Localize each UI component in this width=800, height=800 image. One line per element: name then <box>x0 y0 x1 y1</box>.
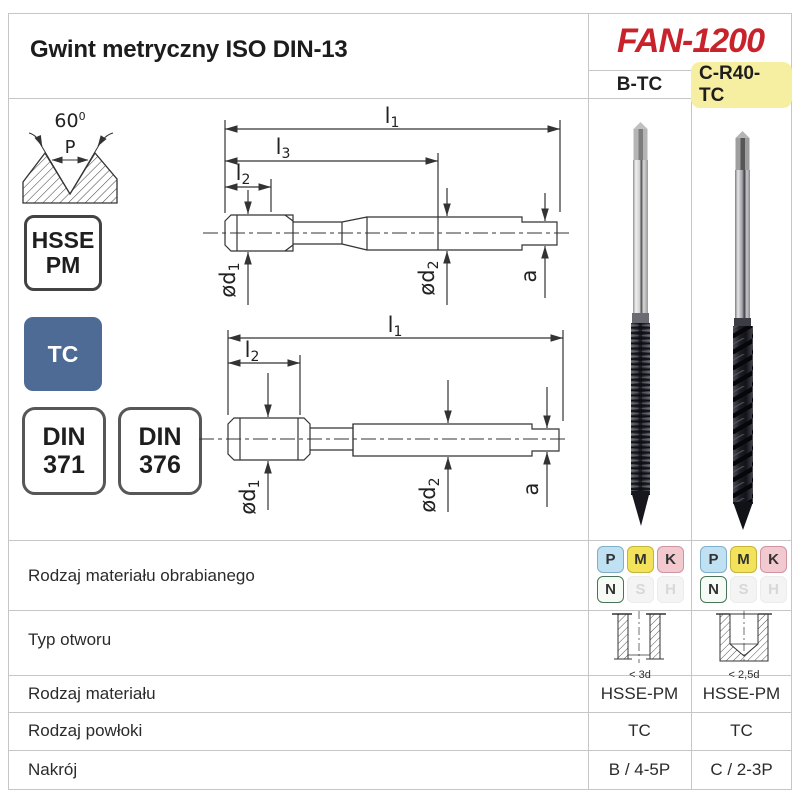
dim-label-a: a <box>519 483 543 496</box>
material-badge-n: N <box>700 576 727 603</box>
material-value-b-tc: HSSE-PM <box>600 684 679 703</box>
row-label-chamfer: Nakrój <box>28 760 78 779</box>
row-divider-4 <box>8 712 792 713</box>
row-label-machined-material: Rodzaj materiału obrabianego <box>28 566 255 585</box>
dim-label-d2: ød2 <box>415 260 442 295</box>
dim-label-d1: ød1 <box>216 262 243 297</box>
tc-badge-label: TC <box>47 340 79 367</box>
column-header-b-tc: B-TC <box>588 71 691 98</box>
coating-value-c-r40-tc: TC <box>730 721 753 740</box>
din-371-badge: DIN 371 <box>22 407 106 495</box>
profile-pitch-label: P <box>65 137 76 158</box>
column-divider-main <box>588 13 589 790</box>
material-badge-p: P <box>597 546 624 573</box>
through-hole-cell: < 3d <box>608 611 672 681</box>
material-badge-k: K <box>760 546 787 573</box>
row-divider-3 <box>8 675 792 676</box>
brand-logo: FAN-1200 <box>617 22 765 60</box>
din-371-technical-drawing: l1 l3 l2 ød1 ød2 a <box>203 104 569 305</box>
blind-hole-icon <box>716 611 772 662</box>
page-title: Gwint metryczny ISO DIN-13 <box>30 36 348 63</box>
blind-hole-label: < 2,5d <box>728 669 760 681</box>
material-badge-k: K <box>657 546 684 573</box>
row-divider-1 <box>8 540 792 541</box>
din-376-line1: DIN <box>138 423 182 451</box>
material-badge-h-inactive: H <box>760 576 787 603</box>
tap-photo-c-r40-tc <box>733 131 753 530</box>
hsse-badge-line1: HSSE <box>31 227 95 254</box>
header-divider <box>588 70 792 71</box>
hsse-pm-badge: HSSE PM <box>24 215 102 291</box>
row-divider-2 <box>8 610 792 611</box>
din-371-line1: DIN <box>42 423 86 451</box>
through-hole-label: < 3d <box>629 669 651 681</box>
dim-label-d1: ød1 <box>236 479 263 514</box>
column-divider-variants <box>691 70 692 790</box>
dim-label-l1: l1 <box>385 104 400 131</box>
title-row-divider <box>8 98 792 99</box>
din-376-line2: 376 <box>139 451 181 479</box>
dim-label-l1: l1 <box>388 315 403 340</box>
material-badge-m: M <box>730 546 757 573</box>
dim-label-l2: l2 <box>245 338 260 365</box>
coating-value-b-tc: TC <box>628 721 651 740</box>
chamfer-value-b-tc: B / 4-5P <box>608 760 671 779</box>
column-header-b-tc-label: B-TC <box>616 73 663 95</box>
through-hole-icon <box>612 611 666 663</box>
material-badge-s-inactive: S <box>730 576 757 603</box>
row-label-coating: Rodzaj powłoki <box>28 721 143 740</box>
dim-label-l2: l2 <box>236 161 251 188</box>
material-badge-n: N <box>597 576 624 603</box>
material-badge-s-inactive: S <box>627 576 654 603</box>
material-group-badges-c-r40-tc: P M K N S H <box>700 546 787 603</box>
column-header-c-r40-tc: C-R40-TC <box>691 61 792 108</box>
row-label-material: Rodzaj materiału <box>28 684 156 703</box>
hsse-badge-line2: PM <box>45 252 81 278</box>
din-376-badge: DIN 376 <box>118 407 202 495</box>
row-divider-5 <box>8 750 792 751</box>
material-value-c-r40-tc: HSSE-PM <box>702 684 781 703</box>
material-badge-m: M <box>627 546 654 573</box>
din-376-technical-drawing: l1 l2 ød1 ød2 a <box>199 315 569 515</box>
tc-coating-badge: TC <box>24 317 102 391</box>
dim-label-l3: l3 <box>276 135 291 162</box>
row-label-hole-type: Typ otworu <box>28 630 112 649</box>
chamfer-value-c-r40-tc: C / 2-3P <box>710 760 773 779</box>
thread-profile-diagram: 600 P <box>22 110 118 204</box>
column-header-c-r40-tc-label: C-R40-TC <box>691 61 792 108</box>
material-group-badges-b-tc: P M K N S H <box>597 546 684 603</box>
blind-hole-cell: < 2,5d <box>712 611 776 681</box>
din-371-line2: 371 <box>43 451 85 479</box>
page-frame <box>8 13 792 790</box>
profile-angle-label: 600 <box>54 110 85 132</box>
material-badge-h-inactive: H <box>657 576 684 603</box>
tap-photo-b-tc <box>631 122 650 526</box>
dim-label-d2: ød2 <box>416 477 443 512</box>
material-badge-p: P <box>700 546 727 573</box>
dim-label-a: a <box>517 270 541 283</box>
